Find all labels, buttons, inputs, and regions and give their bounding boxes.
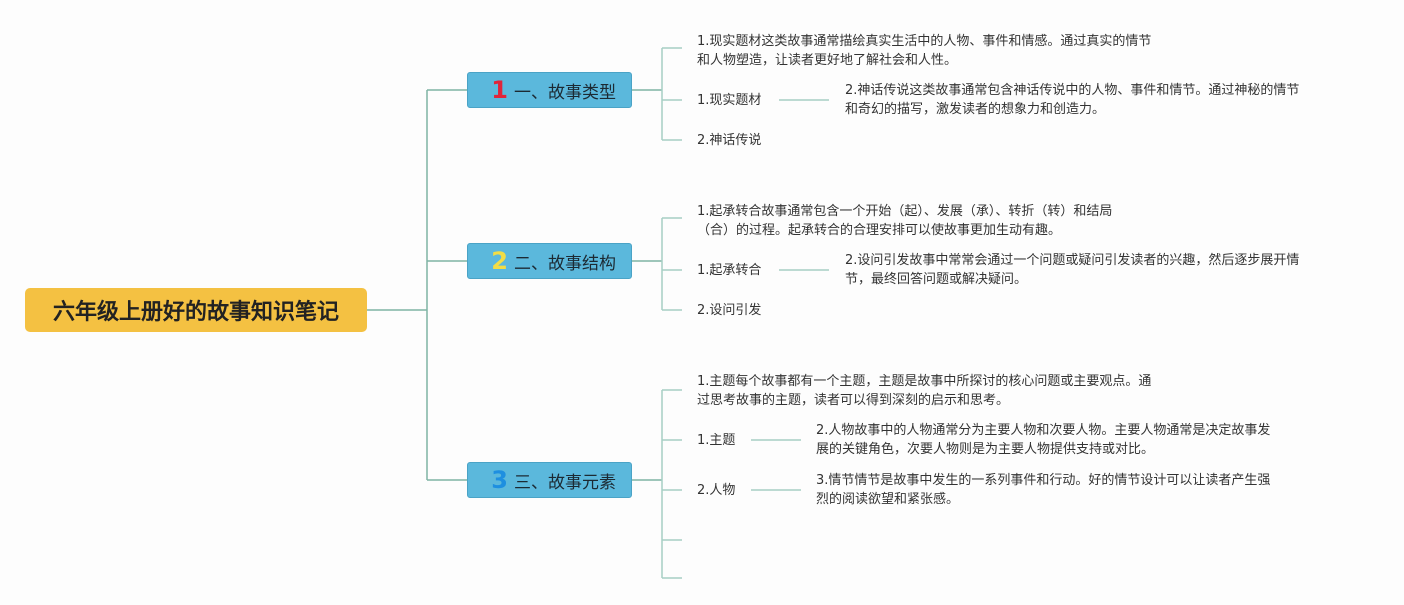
item-node[interactable]: 1.现实题材 [697,93,762,108]
summary-node[interactable]: 1.现实题材这类故事通常描绘真实生活中的人物、事件和情感。通过真实的情节和人物塑… [697,32,1151,70]
root-title: 六年级上册好的故事知识笔记 [52,300,339,325]
item-node[interactable]: 1.主题 [697,433,736,448]
branch-label: 二、故事结构 [514,253,616,274]
branch-story-elements[interactable]: 3 三、故事元素 [467,462,632,498]
text-line: 1.现实题材这类故事通常描绘真实生活中的人物、事件和情感。通过真实的情节 [697,34,1152,49]
text-line: 节，最终回答问题或解决疑问。 [845,272,1028,287]
summary-node[interactable]: 1.起承转合故事通常包含一个开始（起）、发展（承）、转折（转）和结局 （合）的过程… [697,202,1112,240]
item-node[interactable]: 2.设问引发 [697,303,762,318]
text-line: （合）的过程。起承转合的合理安排可以使故事更加生动有趣。 [697,223,1062,238]
item-node[interactable]: 2.人物 [697,483,736,498]
text-line: 2.设问引发故事中常常会通过一个问题或疑问引发读者的兴趣，然后逐步展开情 [845,253,1300,268]
detail-node[interactable]: 3.情节情节是故事中发生的一系列事件和行动。好的情节设计可以让读者产生强烈的阅读… [816,471,1270,509]
number-1-icon: 1 [491,76,508,104]
detail-node[interactable]: 2.神话传说这类故事通常包含神话传说中的人物、事件和情节。通过神秘的情节和奇幻的… [845,81,1299,119]
summary-node[interactable]: 1.主题每个故事都有一个主题，主题是故事中所探讨的核心问题或主要观点。通过思考故… [697,372,1151,410]
text-line: 1.起承转合故事通常包含一个开始（起）、发展（承）、转折（转）和结局 [697,204,1113,219]
text-line: 2.人物故事中的人物通常分为主要人物和次要人物。主要人物通常是决定故事发 [816,423,1271,438]
text-line: 展的关键角色，次要人物则是为主要人物提供支持或对比。 [816,442,1155,457]
branch-label: 一、故事类型 [514,82,616,103]
text-line: 和人物塑造，让读者更好地了解社会和人性。 [697,53,958,68]
detail-node[interactable]: 2.人物故事中的人物通常分为主要人物和次要人物。主要人物通常是决定故事发展的关键… [816,421,1270,459]
text-line: 1.主题每个故事都有一个主题，主题是故事中所探讨的核心问题或主要观点。通 [697,374,1152,389]
text-line: 过思考故事的主题，读者可以得到深刻的启示和思考。 [697,393,1010,408]
text-line: 烈的阅读欲望和紧张感。 [816,492,960,507]
text-line: 和奇幻的描写，激发读者的想象力和创造力。 [845,102,1106,117]
branch-story-structure[interactable]: 2 二、故事结构 [467,243,632,279]
text-line: 2.神话传说这类故事通常包含神话传说中的人物、事件和情节。通过神秘的情节 [845,83,1300,98]
root-topic[interactable]: 六年级上册好的故事知识笔记 [25,288,367,332]
item-node[interactable]: 1.起承转合 [697,263,762,278]
detail-node[interactable]: 2.设问引发故事中常常会通过一个问题或疑问引发读者的兴趣，然后逐步展开情节，最终… [845,251,1299,289]
number-3-icon: 3 [491,466,508,494]
branch-story-types[interactable]: 1 一、故事类型 [467,72,632,108]
branch-label: 三、故事元素 [514,472,616,493]
item-node[interactable]: 2.神话传说 [697,133,762,148]
text-line: 3.情节情节是故事中发生的一系列事件和行动。好的情节设计可以让读者产生强 [816,473,1271,488]
number-2-icon: 2 [491,247,508,275]
